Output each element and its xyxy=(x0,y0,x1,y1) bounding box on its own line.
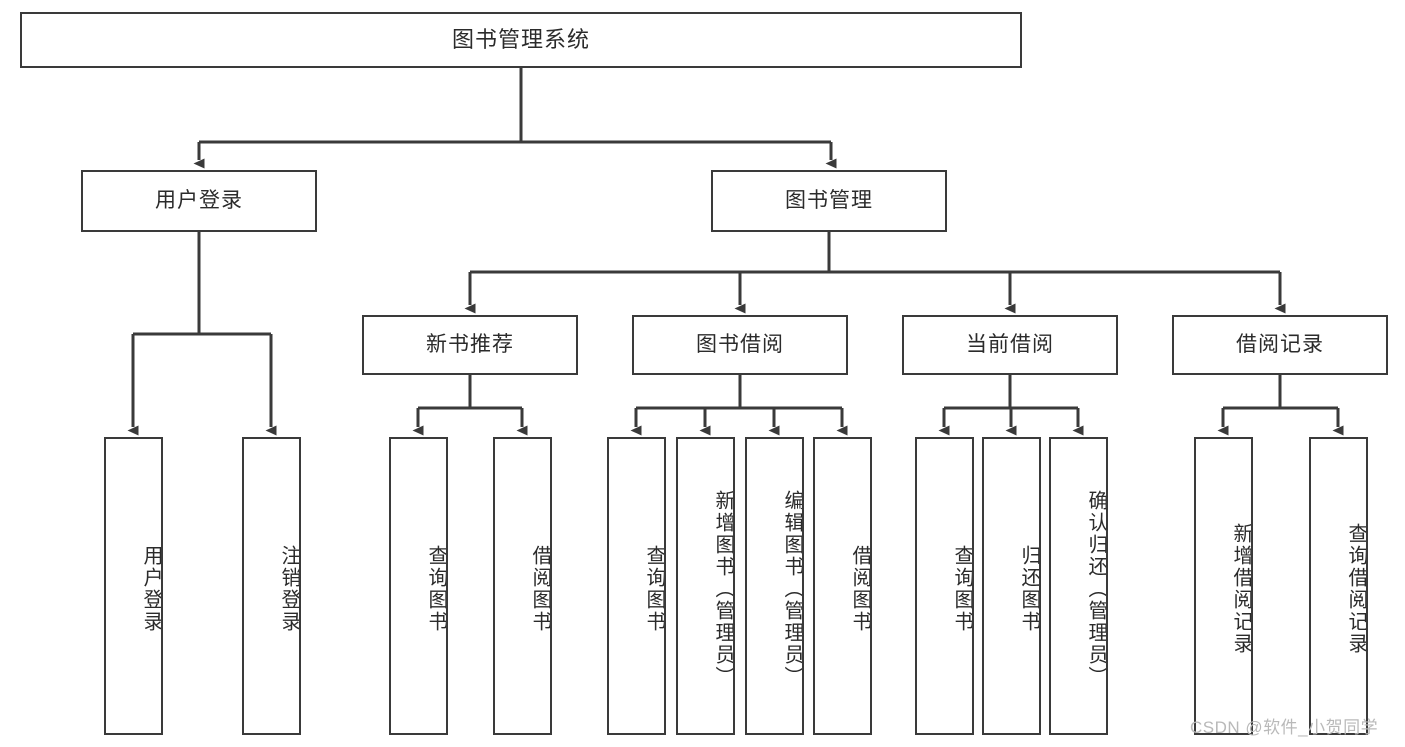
node-current-borrow[interactable]: 当前借阅 xyxy=(902,315,1118,375)
watermark: CSDN @软件_小贺同学 xyxy=(1190,713,1378,738)
node-leaf-confirm-return-label: 确认归还（管理员） xyxy=(1085,490,1107,688)
node-leaf-logout-login-label: 注销登录 xyxy=(278,545,300,633)
node-leaf-add-record-label: 新增借阅记录 xyxy=(1230,523,1252,655)
node-borrow-record[interactable]: 借阅记录 xyxy=(1172,315,1388,375)
node-current-borrow-label: 当前借阅 xyxy=(966,333,1054,357)
node-book-borrow[interactable]: 图书借阅 xyxy=(632,315,848,375)
node-root[interactable]: 图书管理系统 xyxy=(20,12,1022,68)
node-leaf-borrow-book-1[interactable]: 借阅图书 xyxy=(493,437,552,735)
node-leaf-logout-login[interactable]: 注销登录 xyxy=(242,437,301,735)
node-leaf-user-login-label: 用户登录 xyxy=(140,545,162,633)
node-leaf-query-book-3[interactable]: 查询图书 xyxy=(915,437,974,735)
node-new-book-recommend-label: 新书推荐 xyxy=(426,333,514,357)
node-leaf-confirm-return[interactable]: 确认归还（管理员） xyxy=(1049,437,1108,735)
node-leaf-add-record[interactable]: 新增借阅记录 xyxy=(1194,437,1253,735)
node-leaf-return-book-label: 归还图书 xyxy=(1018,545,1040,633)
node-leaf-borrow-book-2[interactable]: 借阅图书 xyxy=(813,437,872,735)
node-leaf-return-book[interactable]: 归还图书 xyxy=(982,437,1041,735)
node-user-login-label: 用户登录 xyxy=(155,189,243,213)
node-new-book-recommend[interactable]: 新书推荐 xyxy=(362,315,578,375)
node-leaf-user-login[interactable]: 用户登录 xyxy=(104,437,163,735)
node-leaf-add-book-label: 新增图书（管理员） xyxy=(712,490,734,688)
node-leaf-query-book-1-label: 查询图书 xyxy=(425,545,447,633)
node-leaf-query-book-3-label: 查询图书 xyxy=(951,545,973,633)
node-book-manage[interactable]: 图书管理 xyxy=(711,170,947,232)
node-borrow-record-label: 借阅记录 xyxy=(1236,333,1324,357)
node-leaf-edit-book[interactable]: 编辑图书（管理员） xyxy=(745,437,804,735)
node-book-borrow-label: 图书借阅 xyxy=(696,333,784,357)
node-book-manage-label: 图书管理 xyxy=(785,189,873,213)
node-leaf-add-book[interactable]: 新增图书（管理员） xyxy=(676,437,735,735)
node-root-label: 图书管理系统 xyxy=(451,26,590,52)
node-user-login[interactable]: 用户登录 xyxy=(81,170,317,232)
node-leaf-edit-book-label: 编辑图书（管理员） xyxy=(781,490,803,688)
node-leaf-query-book-2[interactable]: 查询图书 xyxy=(607,437,666,735)
node-leaf-borrow-book-1-label: 借阅图书 xyxy=(529,545,551,633)
watermark-text: CSDN @软件_小贺同学 xyxy=(1190,718,1379,737)
node-leaf-query-book-1[interactable]: 查询图书 xyxy=(389,437,448,735)
node-leaf-query-book-2-label: 查询图书 xyxy=(643,545,665,633)
node-leaf-query-record-label: 查询借阅记录 xyxy=(1345,523,1367,655)
node-leaf-borrow-book-2-label: 借阅图书 xyxy=(849,545,871,633)
node-leaf-query-record[interactable]: 查询借阅记录 xyxy=(1309,437,1368,735)
